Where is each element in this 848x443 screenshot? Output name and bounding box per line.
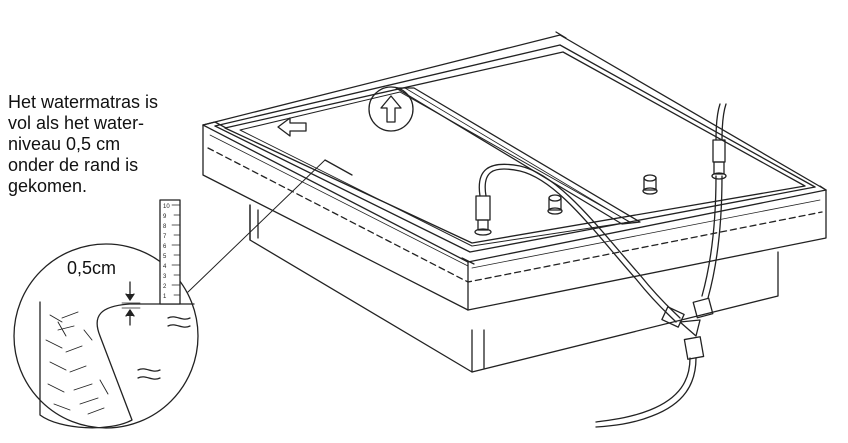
instruction-line: onder de rand is [8, 155, 139, 175]
y-connector [661, 297, 714, 360]
ruler-digit: 2 [163, 284, 167, 290]
instruction-line: gekomen. [8, 176, 88, 196]
gap-label: 0,5cm [67, 258, 117, 278]
direction-arrow-left [277, 117, 307, 137]
hose-connector-left [474, 195, 492, 236]
ruler-digit: 6 [163, 244, 167, 250]
ruler-digit: 9 [163, 214, 167, 220]
hose-connector-right [711, 139, 727, 180]
ruler-digit: 8 [163, 224, 167, 230]
instruction-line: niveau 0,5 cm [8, 134, 121, 154]
instruction-line: vol als het water- [8, 113, 145, 133]
ruler-digit: 10 [163, 204, 170, 210]
detail-content: 10 9 8 7 6 5 4 3 2 1 [39, 199, 195, 429]
frame-hatching [45, 311, 109, 415]
detail-callout [13, 159, 353, 429]
direction-arrow-up-circle [368, 86, 414, 132]
ruler-digit: 7 [163, 234, 167, 240]
ruler-digit: 1 [163, 294, 167, 300]
instruction-line: Het watermatras is [8, 92, 159, 112]
measuring-ruler: 10 9 8 7 6 5 4 3 2 1 [159, 199, 181, 305]
ruler-digit: 5 [163, 254, 167, 260]
filling-hoses [478, 103, 727, 428]
valve-right [642, 174, 658, 195]
fill-instruction-text: Het watermatras is vol als het water- ni… [8, 92, 198, 197]
bed-frame [202, 31, 827, 373]
gap-dimension-arrows [121, 281, 141, 326]
valve-left [547, 194, 563, 215]
ruler-digit: 3 [163, 274, 167, 280]
water-mattress [239, 87, 727, 247]
ruler-digit: 4 [163, 264, 167, 270]
